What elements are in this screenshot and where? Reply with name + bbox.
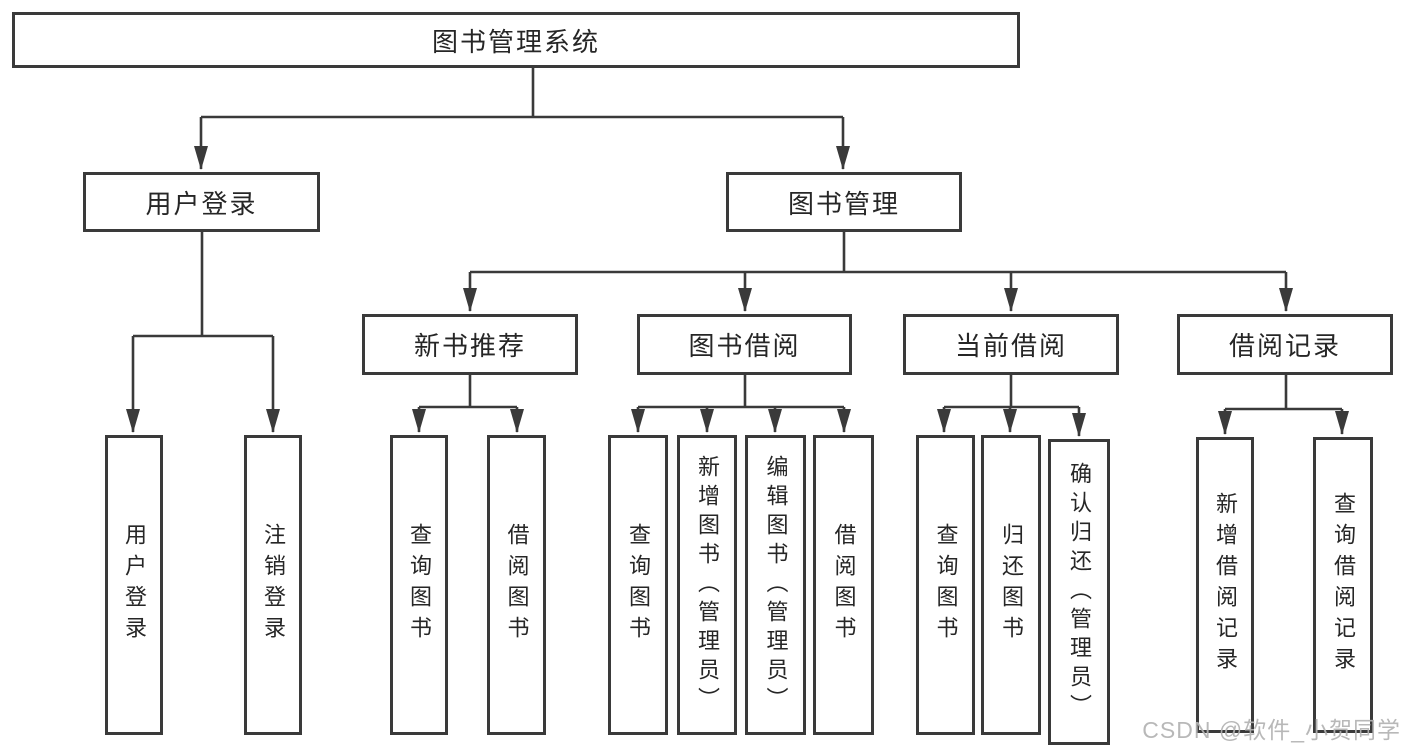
leaf-query-book-current: 查询图书 [916, 435, 975, 735]
node-user-login: 用户登录 [83, 172, 320, 232]
node-current-borrowing-label: 当前借阅 [954, 331, 1067, 361]
node-book-borrowing: 图书借阅 [637, 314, 852, 375]
node-borrow-records: 借阅记录 [1177, 314, 1393, 375]
leaf-borrow-book-recommend-label: 借阅图书 [504, 523, 530, 647]
leaf-logout-label: 注销登录 [261, 523, 286, 647]
leaf-query-borrow-record: 查询借阅记录 [1313, 437, 1373, 733]
leaf-query-book-recommend-label: 查询图书 [407, 523, 432, 647]
node-book-management: 图书管理 [726, 172, 962, 232]
node-book-borrowing-label: 图书借阅 [688, 331, 801, 361]
leaf-return-book-label: 归还图书 [999, 523, 1024, 647]
csdn-watermark: CSDN @软件_小贺同学 [1142, 717, 1401, 743]
leaf-user-login: 用户登录 [105, 435, 163, 735]
node-root: 图书管理系统 [12, 12, 1020, 68]
leaf-query-book-borrowing: 查询图书 [608, 435, 668, 735]
leaf-logout: 注销登录 [244, 435, 302, 735]
node-new-book-recommend-label: 新书推荐 [413, 331, 526, 361]
node-user-login-label: 用户登录 [145, 188, 258, 219]
leaf-add-book-admin: 新增图书（管理员） [677, 435, 737, 735]
leaf-edit-book-admin: 编辑图书（管理员） [745, 435, 806, 735]
leaf-borrow-book-recommend: 借阅图书 [487, 435, 546, 735]
leaf-return-book: 归还图书 [981, 435, 1041, 735]
leaf-borrow-book-borrowing: 借阅图书 [813, 435, 874, 735]
node-current-borrowing: 当前借阅 [903, 314, 1119, 375]
leaf-user-login-label: 用户登录 [122, 523, 147, 647]
leaf-add-borrow-record-label: 新增借阅记录 [1213, 492, 1238, 678]
leaf-query-borrow-record-label: 查询借阅记录 [1331, 492, 1356, 678]
node-root-label: 图书管理系统 [431, 26, 600, 57]
node-book-management-label: 图书管理 [787, 188, 900, 219]
leaf-edit-book-admin-label: 编辑图书（管理员） [763, 454, 789, 716]
node-new-book-recommend: 新书推荐 [362, 314, 578, 375]
leaf-confirm-return-admin: 确认归还（管理员） [1048, 439, 1110, 745]
leaf-query-book-current-label: 查询图书 [933, 523, 959, 647]
node-borrow-records-label: 借阅记录 [1228, 331, 1341, 361]
leaf-query-book-borrowing-label: 查询图书 [626, 523, 651, 647]
leaf-add-borrow-record: 新增借阅记录 [1196, 437, 1254, 733]
leaf-confirm-return-admin-label: 确认归还（管理员） [1067, 461, 1092, 723]
leaf-query-book-recommend: 查询图书 [390, 435, 448, 735]
leaf-borrow-book-borrowing-label: 借阅图书 [831, 523, 857, 647]
leaf-add-book-admin-label: 新增图书（管理员） [695, 454, 720, 716]
